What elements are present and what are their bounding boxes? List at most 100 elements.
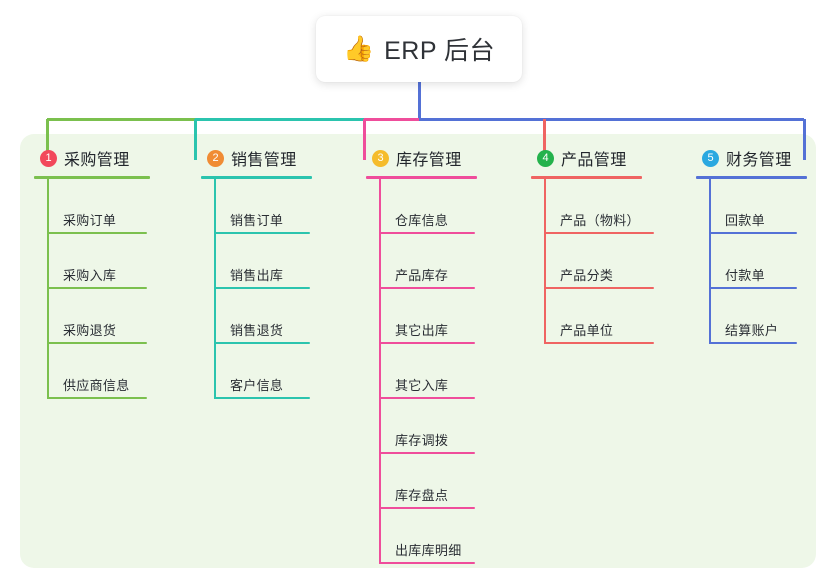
leaf-underline — [47, 232, 147, 234]
leaf-underline — [709, 287, 797, 289]
leaf-node[interactable]: 仓库信息 — [379, 179, 477, 234]
leaf-underline — [709, 342, 797, 344]
leaf-underline — [379, 232, 475, 234]
leaf-node[interactable]: 产品库存 — [379, 234, 477, 289]
leaf-underline — [379, 342, 475, 344]
root-node[interactable]: 👍 ERP 后台 — [316, 16, 522, 82]
leaf-underline — [214, 232, 310, 234]
leaf-node[interactable]: 产品（物料） — [544, 179, 654, 234]
leaf-underline — [214, 342, 310, 344]
leaf-underline — [379, 452, 475, 454]
leaf-underline — [544, 287, 654, 289]
branch-4[interactable]: 4 产品管理产品（物料） 产品分类产品单位 — [531, 145, 654, 344]
branch-spine — [544, 179, 546, 344]
branch-leaf-list: 仓库信息产品库存其它出库其它入库库存调拨库存盘点出库库明细 — [379, 179, 477, 564]
leaf-label: 采购入库 — [63, 268, 117, 283]
branch-number-badge: 1 — [40, 149, 57, 167]
branch-3[interactable]: 3 库存管理仓库信息产品库存其它出库其它入库库存调拨库存盘点出库库明细 — [366, 145, 477, 564]
leaf-label: 产品分类 — [560, 268, 614, 283]
leaf-label: 供应商信息 — [63, 378, 130, 393]
branch-title: 采购管理 — [64, 152, 130, 169]
branch-header-1[interactable]: 1 采购管理 — [34, 145, 150, 171]
branch-spine — [379, 179, 381, 564]
branch-number-badge: 3 — [372, 149, 389, 167]
leaf-node[interactable]: 出库库明细 — [379, 509, 477, 564]
branch-title: 库存管理 — [396, 152, 462, 169]
leaf-underline — [544, 232, 654, 234]
leaf-underline — [709, 232, 797, 234]
leaf-label: 产品单位 — [560, 323, 614, 338]
branch-number-badge: 2 — [207, 149, 224, 167]
branch-header-3[interactable]: 3 库存管理 — [366, 145, 477, 171]
branch-underline — [201, 176, 312, 179]
leaf-node[interactable]: 销售出库 — [214, 234, 312, 289]
leaf-node[interactable]: 销售订单 — [214, 179, 312, 234]
leaf-label: 库存盘点 — [395, 488, 449, 503]
leaf-underline — [379, 397, 475, 399]
branch-header-4[interactable]: 4 产品管理 — [531, 145, 642, 171]
leaf-label: 付款单 — [725, 268, 765, 283]
branch-spine — [47, 179, 49, 399]
branches-backdrop-panel — [20, 134, 816, 568]
leaf-label: 销售退货 — [230, 323, 284, 338]
leaf-node[interactable]: 产品单位 — [544, 289, 654, 344]
leaf-node[interactable]: 库存调拨 — [379, 399, 477, 454]
leaf-underline — [544, 342, 654, 344]
leaf-node[interactable]: 付款单 — [709, 234, 807, 289]
branch-1[interactable]: 1 采购管理采购订单采购入库采购退货供应商信息 — [34, 145, 150, 399]
leaf-node[interactable]: 结算账户 — [709, 289, 807, 344]
branch-underline — [531, 176, 642, 179]
leaf-underline — [214, 287, 310, 289]
branch-underline — [34, 176, 150, 179]
thumbs-up-icon: 👍 — [342, 34, 375, 63]
branch-title: 财务管理 — [726, 152, 792, 169]
leaf-label: 结算账户 — [725, 323, 779, 338]
leaf-node[interactable]: 产品分类 — [544, 234, 654, 289]
leaf-label: 采购退货 — [63, 323, 117, 338]
branch-title: 产品管理 — [561, 152, 627, 169]
leaf-node[interactable]: 采购订单 — [47, 179, 150, 234]
leaf-node[interactable]: 回款单 — [709, 179, 807, 234]
leaf-node[interactable]: 采购退货 — [47, 289, 150, 344]
leaf-underline — [379, 562, 475, 564]
branch-spine — [214, 179, 216, 399]
leaf-node[interactable]: 其它出库 — [379, 289, 477, 344]
branch-title: 销售管理 — [231, 152, 297, 169]
leaf-node[interactable]: 其它入库 — [379, 344, 477, 399]
branch-header-2[interactable]: 2 销售管理 — [201, 145, 312, 171]
branch-leaf-list: 采购订单采购入库采购退货供应商信息 — [47, 179, 150, 399]
branch-number-badge: 4 — [537, 149, 554, 167]
branch-spine — [709, 179, 711, 344]
root-node-title: ERP 后台 — [384, 37, 496, 65]
leaf-node[interactable]: 销售退货 — [214, 289, 312, 344]
leaf-underline — [47, 342, 147, 344]
leaf-node[interactable]: 客户信息 — [214, 344, 312, 399]
leaf-label: 其它出库 — [395, 323, 449, 338]
branch-leaf-list: 产品（物料） 产品分类产品单位 — [544, 179, 654, 344]
leaf-node[interactable]: 供应商信息 — [47, 344, 150, 399]
leaf-label: 仓库信息 — [395, 213, 449, 228]
leaf-underline — [379, 287, 475, 289]
leaf-label: 产品（物料） — [560, 213, 640, 228]
leaf-label: 回款单 — [725, 213, 765, 228]
branch-2[interactable]: 2 销售管理销售订单销售出库销售退货客户信息 — [201, 145, 312, 399]
branch-leaf-list: 销售订单销售出库销售退货客户信息 — [214, 179, 312, 399]
branch-underline — [366, 176, 477, 179]
leaf-node[interactable]: 采购入库 — [47, 234, 150, 289]
branch-leaf-list: 回款单付款单结算账户 — [709, 179, 807, 344]
leaf-label: 产品库存 — [395, 268, 449, 283]
leaf-label: 客户信息 — [230, 378, 284, 393]
leaf-label: 其它入库 — [395, 378, 449, 393]
leaf-label: 销售订单 — [230, 213, 284, 228]
leaf-underline — [214, 397, 310, 399]
branch-underline — [696, 176, 807, 179]
leaf-label: 采购订单 — [63, 213, 117, 228]
leaf-underline — [47, 287, 147, 289]
leaf-node[interactable]: 库存盘点 — [379, 454, 477, 509]
leaf-underline — [47, 397, 147, 399]
leaf-label: 库存调拨 — [395, 433, 449, 448]
leaf-label: 销售出库 — [230, 268, 284, 283]
leaf-label: 出库库明细 — [395, 543, 462, 558]
